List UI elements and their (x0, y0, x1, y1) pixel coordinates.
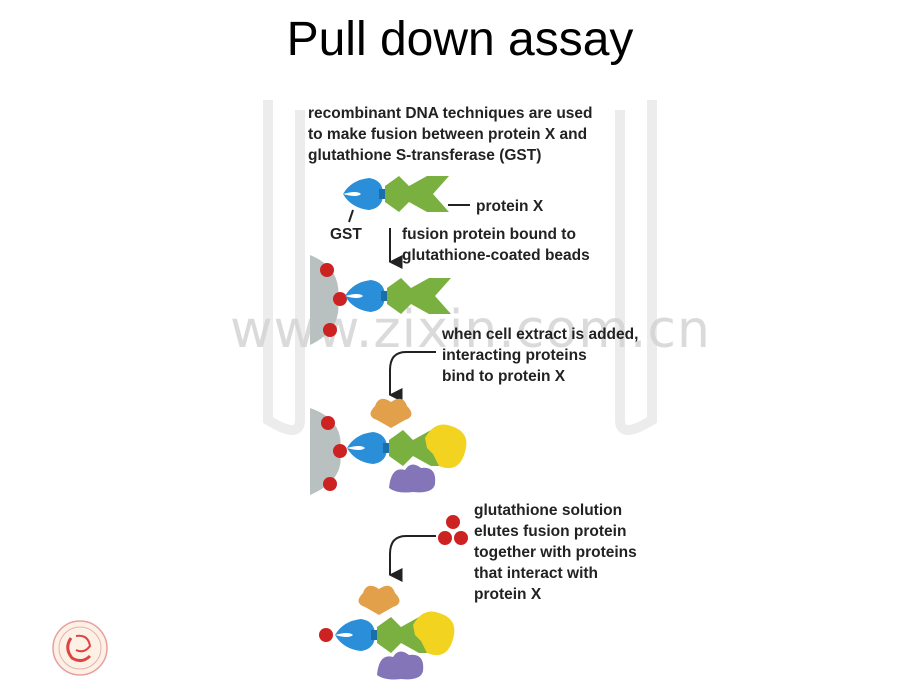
fusion-protein-2 (345, 278, 451, 314)
bound-line-2: glutathione-coated beads (402, 247, 590, 264)
fusion-protein-1 (343, 176, 449, 212)
gst-pointer (348, 209, 354, 223)
intro-line-2: to make fusion between protein X and (308, 126, 588, 143)
elute-line-3: together with proteins (474, 544, 637, 561)
arrow-down-3 (388, 535, 436, 582)
extract-line-3: bind to protein X (442, 368, 566, 385)
watermark: www.zixin.com.cn (230, 300, 711, 360)
glutathione-dot (320, 263, 334, 277)
seal-logo (52, 620, 108, 676)
intro-line-1: recombinant DNA techniques are used (308, 105, 593, 122)
glutathione-molecule (454, 531, 468, 545)
yellow-protein (425, 424, 467, 469)
gst-domain (343, 178, 383, 210)
glutathione-molecule (446, 515, 460, 529)
glutathione-dot (323, 323, 337, 337)
step-bound-text: fusion protein bound to glutathione-coat… (402, 224, 590, 266)
purple-protein (389, 464, 436, 493)
protein-x-label: protein X (476, 198, 544, 215)
step-extract-text: when cell extract is added, interacting … (442, 324, 638, 387)
elute-line-1: glutathione solution (474, 502, 623, 519)
elute-line-5: protein X (474, 586, 542, 603)
arrow-down-2 (388, 351, 436, 402)
bead-2 (310, 408, 341, 495)
intro-line-3: glutathione S-transferase (GST) (308, 147, 542, 164)
elute-line-2: elutes fusion protein (474, 523, 627, 540)
glutathione-dot (323, 477, 337, 491)
glutathione-dot (333, 292, 347, 306)
protein-complex-1 (347, 398, 467, 493)
bead-1 (310, 255, 339, 345)
protein-x-domain (385, 176, 449, 212)
extract-line-1: when cell extract is added, (442, 326, 639, 343)
glutathione-molecule (438, 531, 452, 545)
gst-label: GST (330, 226, 362, 243)
elute-line-4: that interact with (474, 565, 599, 582)
step-elute-text: glutathione solution elutes fusion prote… (474, 500, 637, 605)
frame-right-decoration (615, 100, 657, 435)
glutathione-dot (321, 416, 335, 430)
frame-left-decoration (263, 100, 305, 435)
bound-line-1: fusion protein bound to (402, 226, 576, 243)
page-title: Pull down assay (286, 13, 634, 66)
protein-complex-2 (319, 585, 455, 680)
linker (379, 189, 387, 199)
glutathione-dot (333, 444, 347, 458)
extract-line-2: interacting proteins (442, 347, 587, 364)
bound-glutathione (319, 628, 333, 642)
step-intro-text: recombinant DNA techniques are used to m… (308, 103, 593, 166)
orange-protein (370, 398, 412, 428)
